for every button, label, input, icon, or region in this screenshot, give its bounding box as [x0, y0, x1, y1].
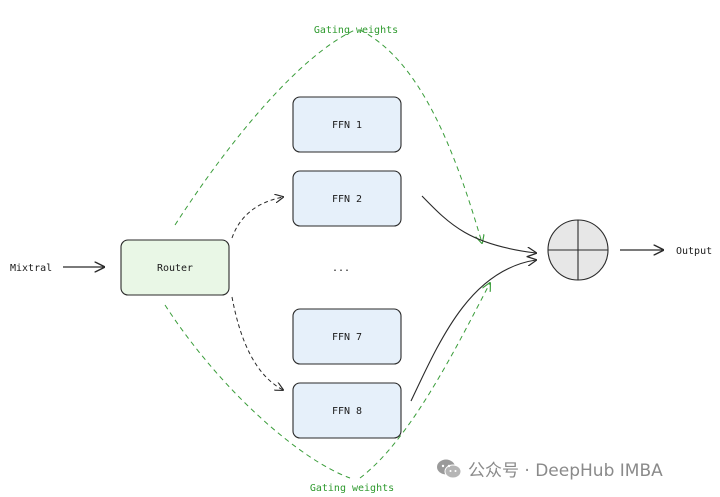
expert-label: FFN 1	[332, 120, 362, 131]
input-label: Mixtral	[10, 263, 52, 274]
ffn2-to-sum-arrow	[421, 195, 536, 253]
expert-ffn-1: FFN 1	[292, 96, 402, 153]
expert-box	[292, 382, 402, 439]
watermark: 公众号 · DeepHub IMBA	[436, 456, 663, 481]
gating-path-bottom-right	[359, 283, 490, 479]
gating-path-bottom-left	[164, 304, 351, 479]
expert-ffn-7: FFN 7	[292, 308, 402, 365]
gating-path-top-right	[359, 29, 482, 243]
watermark-text: 公众号 · DeepHub IMBA	[468, 461, 663, 481]
expert-ffn-8: FFN 8	[292, 382, 402, 439]
gating-paths	[164, 29, 490, 479]
expert-box	[292, 96, 402, 153]
circle-plus-icon	[547, 219, 609, 281]
output-group: Output	[620, 246, 712, 257]
gating-path-top-left	[174, 29, 356, 226]
expert-label: FFN 8	[332, 406, 362, 417]
router-node: Router	[120, 239, 230, 296]
gating-weights-bottom-label: Gating weights	[310, 483, 394, 494]
input-group: Mixtral	[10, 263, 104, 274]
expert-ffn-2: FFN 2	[292, 170, 402, 227]
ffn8-to-sum-arrow	[410, 260, 536, 402]
router-to-ffn2-arrow	[231, 197, 283, 239]
output-label: Output	[676, 246, 712, 257]
expert-label: FFN 2	[332, 194, 362, 205]
router-box	[120, 239, 230, 296]
router-to-ffn8-arrow	[231, 296, 283, 390]
gating-weights-top-label: Gating weights	[314, 25, 398, 36]
router-label: Router	[157, 263, 193, 274]
expert-box	[292, 308, 402, 365]
expert-box	[292, 170, 402, 227]
experts-ellipsis: ...	[332, 263, 350, 274]
expert-label: FFN 7	[332, 332, 362, 343]
wechat-icon	[436, 458, 462, 480]
